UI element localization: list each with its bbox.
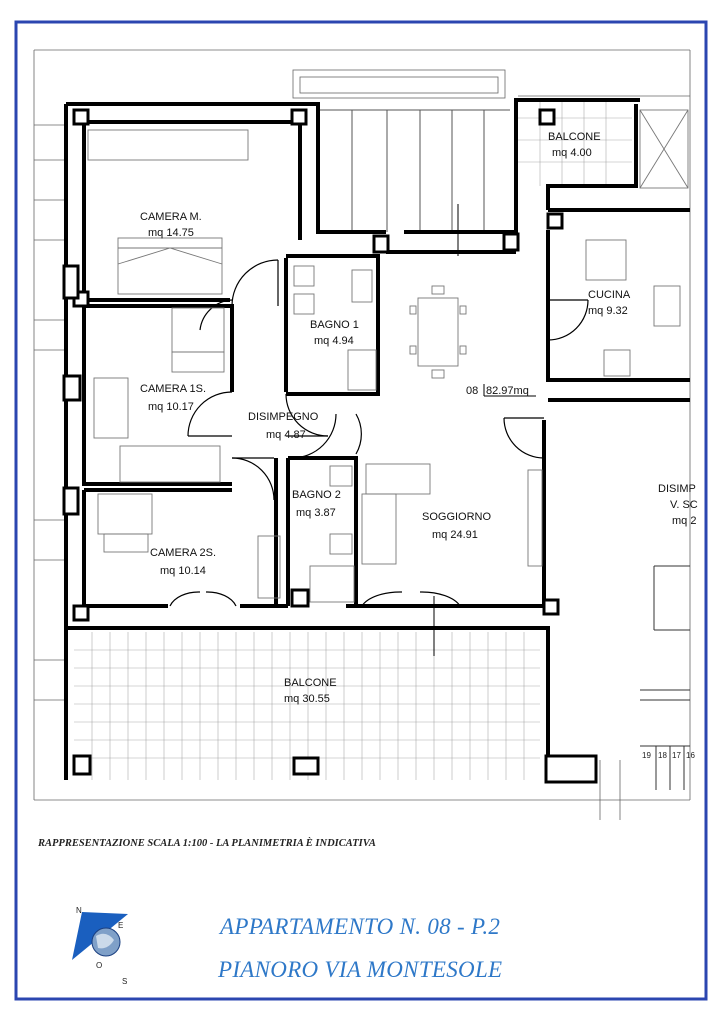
camera-m-name: CAMERA M.	[140, 211, 202, 223]
title-line-2: PIANORO VIA MONTESOLE	[217, 957, 502, 982]
stair-step-18: 18	[658, 751, 667, 760]
cucina-area: mq 9.32	[588, 305, 628, 317]
soggiorno-area: mq 24.91	[432, 529, 478, 541]
compass-logo: N E S O	[72, 906, 128, 986]
neighbor-label-3: mq 2	[672, 515, 696, 527]
neighbor-label-2: V. SC	[670, 499, 698, 511]
bagno-2-area: mq 3.87	[296, 507, 336, 519]
wall-columns	[62, 108, 598, 784]
cucina-name: CUCINA	[588, 289, 631, 301]
balcone-small-tiles	[518, 100, 632, 186]
soggiorno-name: SOGGIORNO	[422, 511, 492, 523]
bagno-1-area: mq 4.94	[314, 335, 354, 347]
stair-block	[640, 565, 690, 790]
section-marks	[433, 204, 536, 656]
camera-m-area: mq 14.75	[148, 227, 194, 239]
title-line-1: APPARTAMENTO N. 08 - P.2	[218, 914, 500, 939]
context-lines	[33, 49, 691, 820]
camera-1s-area: mq 10.17	[148, 401, 194, 413]
disimpegno-name: DISIMPEGNO	[248, 411, 319, 423]
compass-e: E	[118, 921, 123, 930]
walls	[64, 98, 690, 780]
compass-o: O	[96, 961, 102, 970]
stair-step-19: 19	[642, 751, 651, 760]
disimpegno-area: mq 4.87	[266, 429, 306, 441]
compass-s: S	[122, 977, 127, 986]
stair-step-17: 17	[672, 751, 681, 760]
balcone-large-name: BALCONE	[284, 677, 337, 689]
unit-total-area: 82.97mq	[486, 385, 529, 397]
compass-n: N	[76, 906, 82, 915]
unit-code: 08	[466, 385, 478, 397]
scale-note: RAPPRESENTAZIONE SCALA 1:100 - LA PLANIM…	[37, 837, 376, 849]
balcone-large-area: mq 30.55	[284, 693, 330, 705]
loggia-strips	[320, 109, 510, 232]
door-swings	[169, 259, 589, 607]
bagno-1-name: BAGNO 1	[310, 319, 359, 331]
neighbor-label-1: DISIMP	[658, 483, 696, 495]
balcone-small-area: mq 4.00	[552, 147, 592, 159]
camera-2s-area: mq 10.14	[160, 565, 206, 577]
camera-1s-name: CAMERA 1S.	[140, 383, 206, 395]
bagno-2-name: BAGNO 2	[292, 489, 341, 501]
stair-step-16: 16	[686, 751, 695, 760]
balcone-small-name: BALCONE	[548, 131, 601, 143]
room-labels: CAMERA M. mq 14.75 CAMERA 1S. mq 10.17 C…	[140, 131, 698, 760]
furniture	[87, 109, 689, 603]
camera-2s-name: CAMERA 2S.	[150, 547, 216, 559]
page-border	[14, 20, 708, 1001]
